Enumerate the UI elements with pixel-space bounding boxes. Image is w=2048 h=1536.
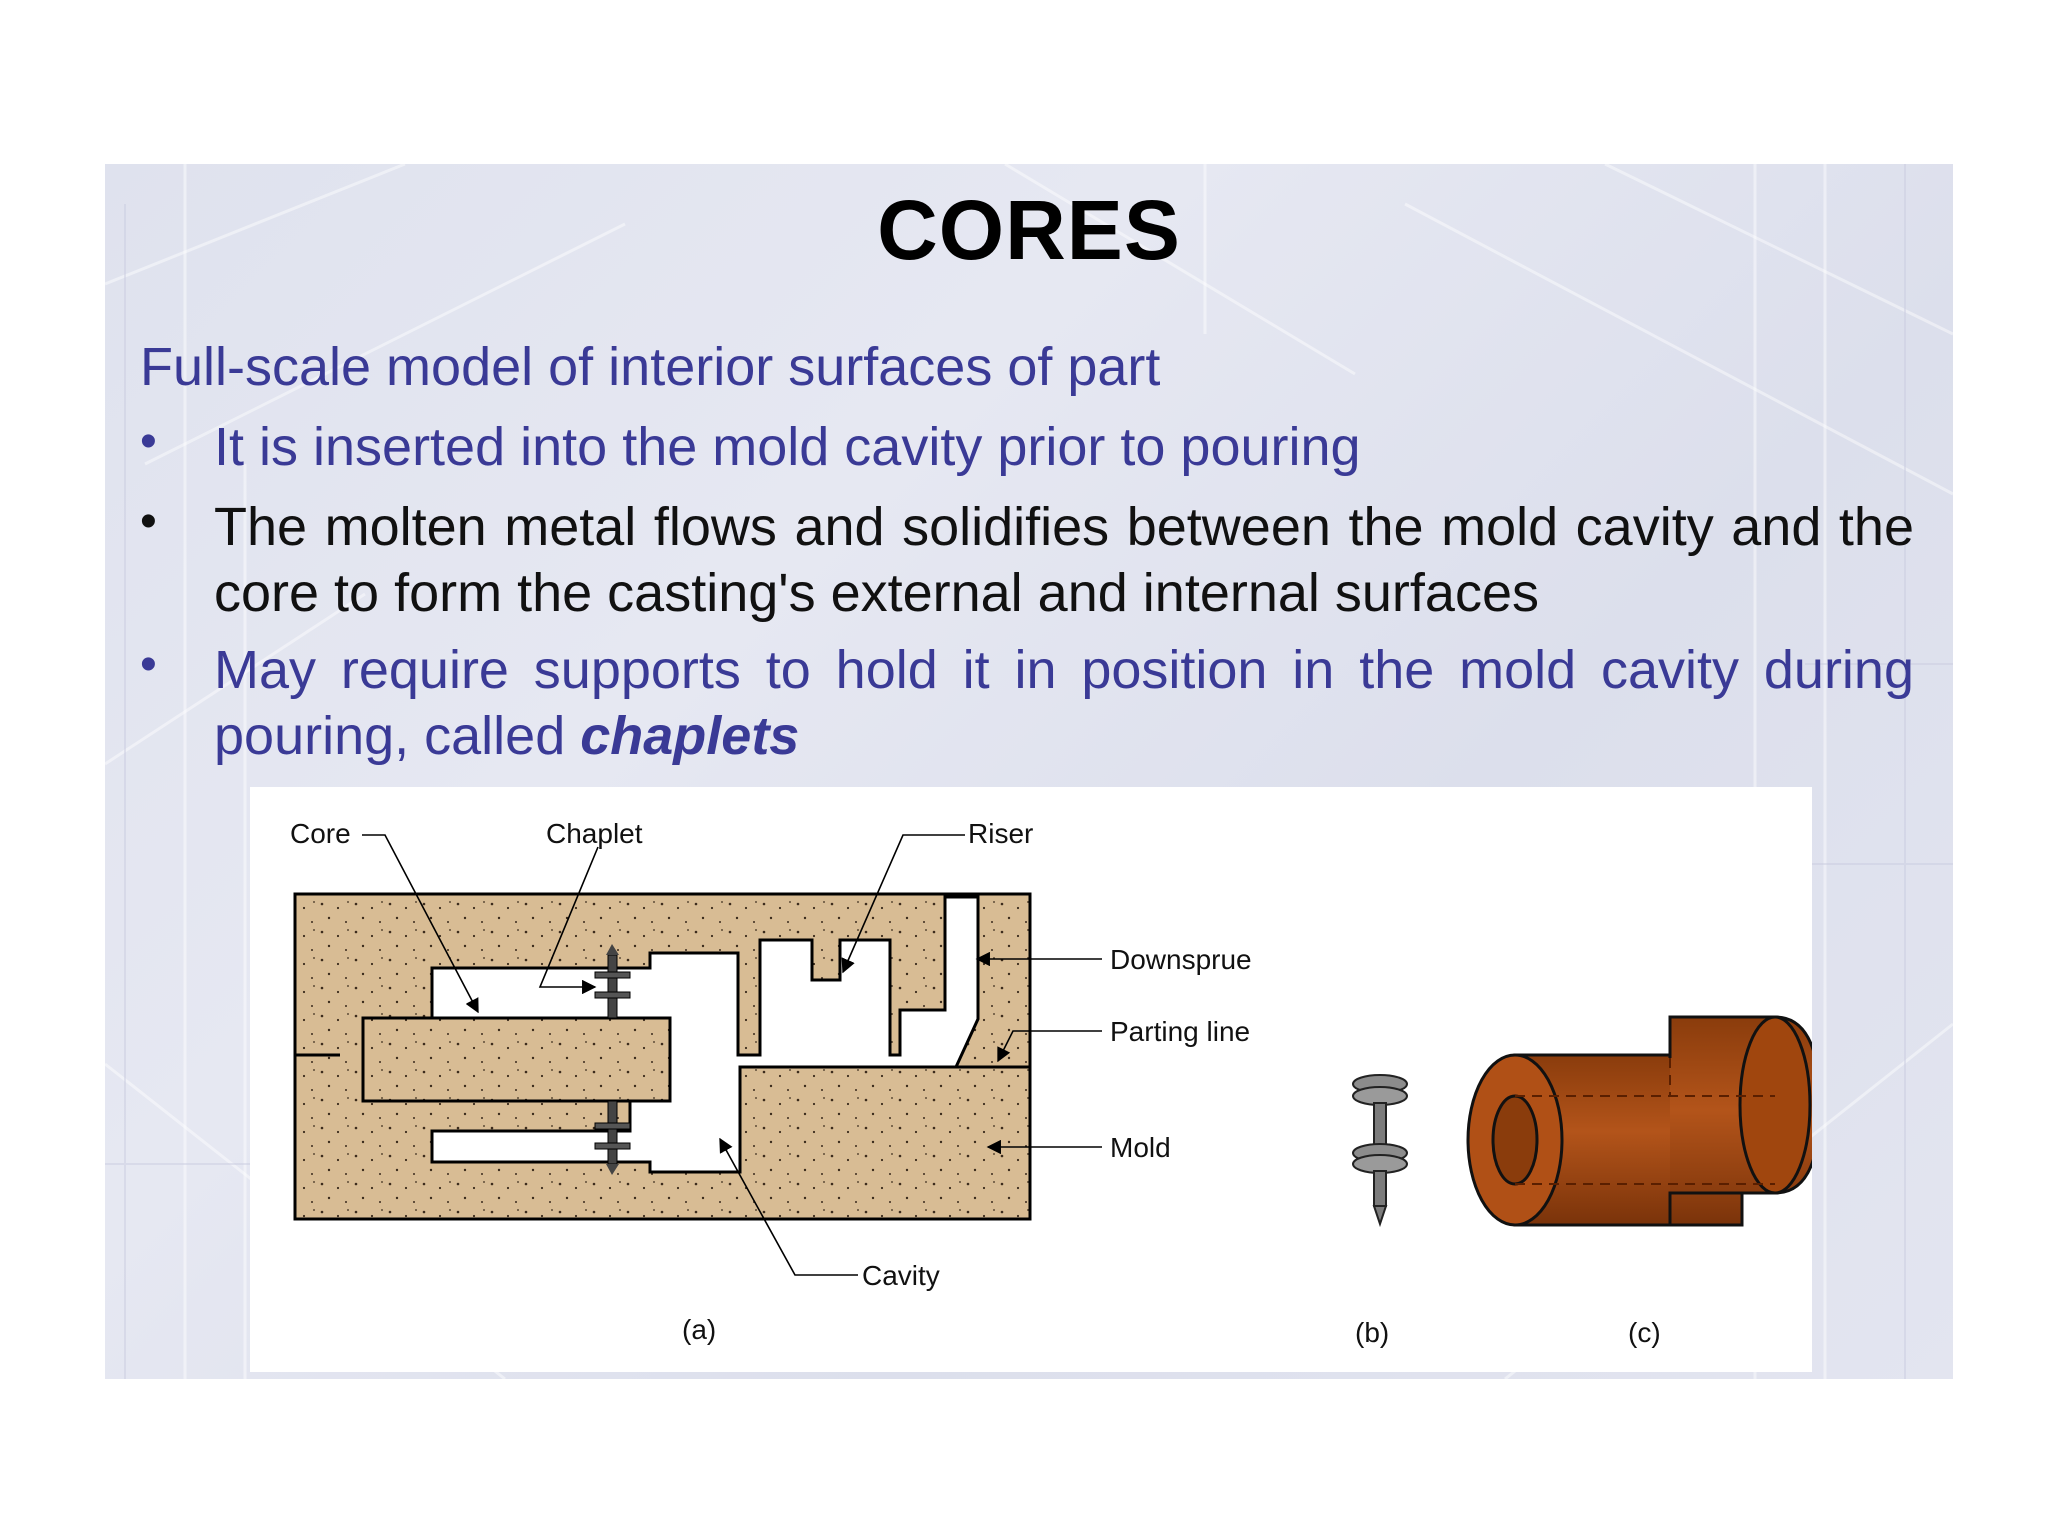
label-downsprue: Downsprue xyxy=(1110,944,1252,975)
label-parting-line: Parting line xyxy=(1110,1016,1250,1047)
label-chaplet: Chaplet xyxy=(546,818,643,849)
caption-b: (b) xyxy=(1355,1317,1389,1348)
chaplet-icon xyxy=(1352,1074,1408,1228)
label-mold: Mold xyxy=(1110,1132,1171,1163)
bullet-item-molten-metal: The molten metal flows and solidifies be… xyxy=(214,497,1914,623)
bullet-marker: • xyxy=(140,638,157,691)
bullet-marker: • xyxy=(140,495,157,548)
bullet-supports-text: May require supports to hold it in posit… xyxy=(214,640,1914,766)
intro-line: Full-scale model of interior surfaces of… xyxy=(140,337,1161,397)
label-riser: Riser xyxy=(968,818,1033,849)
bullet-item-inserted: It is inserted into the mold cavity prio… xyxy=(214,417,1361,477)
bullet-item-supports: May require supports to hold it in posit… xyxy=(214,637,1914,769)
chaplet-lower-icon xyxy=(594,1100,631,1175)
slide-title: CORES xyxy=(877,183,1181,277)
core-diagram-svg: Core Chaplet Riser Downsprue Parting lin… xyxy=(290,818,1812,1348)
core-diagram-figure: Core Chaplet Riser Downsprue Parting lin… xyxy=(250,787,1812,1372)
label-cavity: Cavity xyxy=(862,1260,940,1291)
core-shape xyxy=(361,1016,672,1103)
cylindrical-core-icon xyxy=(1466,1015,1812,1227)
label-core: Core xyxy=(290,818,351,849)
chaplet-upper-icon xyxy=(594,944,631,1019)
bullet-marker: • xyxy=(140,415,157,468)
chaplets-emphasis: chaplets xyxy=(580,706,800,766)
caption-a: (a) xyxy=(682,1314,716,1345)
caption-c: (c) xyxy=(1628,1317,1661,1348)
slide: CORES Full-scale model of interior surfa… xyxy=(105,164,1953,1379)
